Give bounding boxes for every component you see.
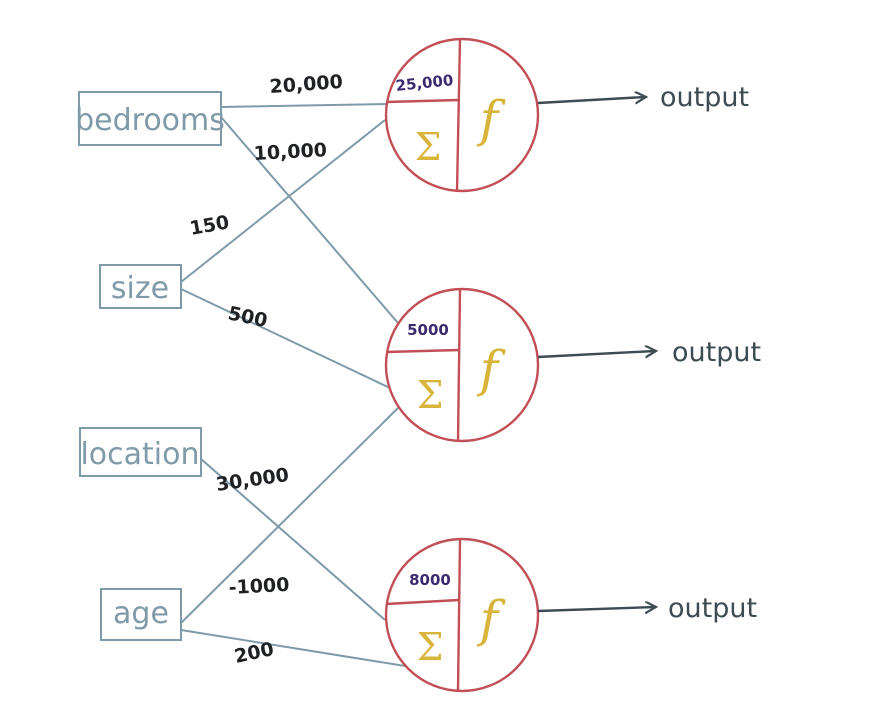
weight-label: 150	[188, 211, 231, 240]
sigma-icon: Σ	[417, 373, 444, 417]
weight-label: 20,000	[269, 71, 344, 98]
neuron-1: 25,000 Σ f	[384, 37, 540, 193]
sigma-icon: Σ	[415, 125, 442, 169]
weight-label: 500	[226, 302, 269, 332]
wire-location-n3	[200, 458, 386, 621]
wire-size-n2	[180, 288, 391, 389]
output-label: output	[672, 337, 761, 368]
input-node-size: size	[99, 264, 182, 309]
output-label: output	[668, 593, 757, 624]
input-label: size	[111, 271, 169, 306]
input-label: age	[113, 596, 169, 631]
input-label: location	[80, 437, 199, 472]
neuron-3: 8000 Σ f	[384, 537, 540, 693]
sigma-icon: Σ	[417, 625, 444, 669]
weight-label: 10,000	[253, 139, 327, 165]
output-label: output	[660, 82, 749, 113]
bias-label: 5000	[407, 321, 449, 339]
output-arrow	[537, 351, 655, 357]
wire-bedrooms-n2	[220, 116, 399, 324]
weight-label: 200	[232, 638, 275, 668]
input-node-age: age	[100, 588, 182, 641]
wire-age-n3	[180, 629, 406, 667]
output-arrow	[537, 97, 645, 103]
bias-label: 25,000	[395, 71, 454, 95]
output-arrow	[537, 607, 655, 611]
wire-size-n1	[180, 119, 386, 283]
input-node-location: location	[79, 427, 202, 477]
neuron-2: 5000 Σ f	[384, 287, 540, 443]
weight-label: 30,000	[215, 464, 291, 496]
input-label: bedrooms	[75, 103, 225, 138]
weight-label: -1000	[228, 574, 290, 599]
input-node-bedrooms: bedrooms	[75, 91, 225, 146]
bias-label: 8000	[409, 571, 451, 589]
wire-bedrooms-n1	[220, 103, 388, 108]
wire-age-n2	[180, 407, 399, 624]
